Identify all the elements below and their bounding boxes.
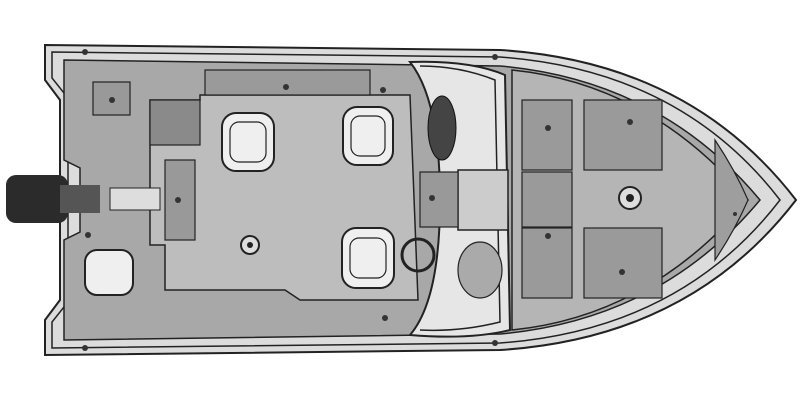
walkthrough-step — [419, 171, 459, 228]
seat-rear-right — [342, 106, 394, 166]
outboard-motor — [6, 175, 68, 223]
seat-helm — [341, 227, 395, 289]
seat-stern — [84, 249, 134, 296]
steering-wheel-icon — [400, 237, 436, 273]
dash-console — [427, 95, 457, 161]
bow-anchor-locker — [714, 138, 749, 262]
seats — [84, 106, 395, 296]
rear-deck-block — [149, 99, 201, 146]
rear-bench-top — [204, 69, 371, 96]
seat-rear-left — [221, 112, 275, 172]
walkthrough-door — [457, 169, 509, 231]
deck-screws — [82, 49, 737, 351]
gunwale — [51, 51, 781, 349]
bow-hatches — [521, 99, 663, 299]
cleat-pads — [109, 187, 161, 211]
helm-console — [457, 241, 503, 299]
